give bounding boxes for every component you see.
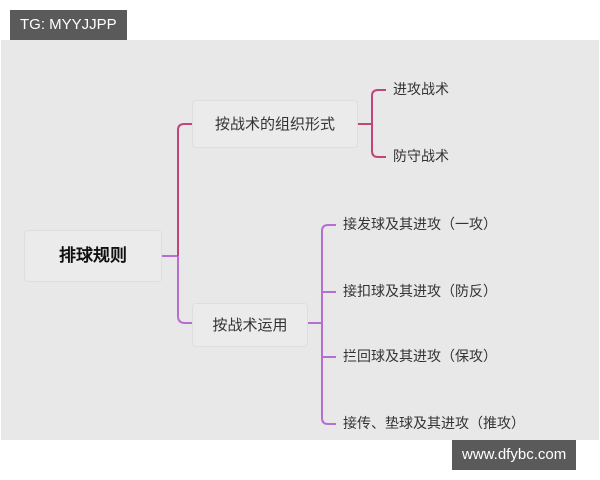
watermark-bottom: www.dfybc.com (452, 440, 577, 470)
leaf-defense-tactics[interactable]: 防守战术 (393, 149, 449, 165)
leaf-pass-dig-attack[interactable]: 接传、垫球及其进攻（推攻） (343, 416, 525, 432)
branch-node-organization[interactable]: 按战术的组织形式 (192, 100, 358, 148)
leaf-attack-tactics[interactable]: 进攻战术 (393, 82, 449, 98)
leaf-spike-receive-attack[interactable]: 接扣球及其进攻（防反） (343, 284, 497, 300)
watermark-top: TG: MYYJJPP (10, 10, 127, 40)
leaf-block-return-attack[interactable]: 拦回球及其进攻（保攻） (343, 349, 497, 365)
root-node[interactable]: 排球规则 (24, 230, 162, 282)
branch-node-application[interactable]: 按战术运用 (192, 303, 308, 347)
leaf-serve-receive-attack[interactable]: 接发球及其进攻（一攻） (343, 217, 497, 233)
